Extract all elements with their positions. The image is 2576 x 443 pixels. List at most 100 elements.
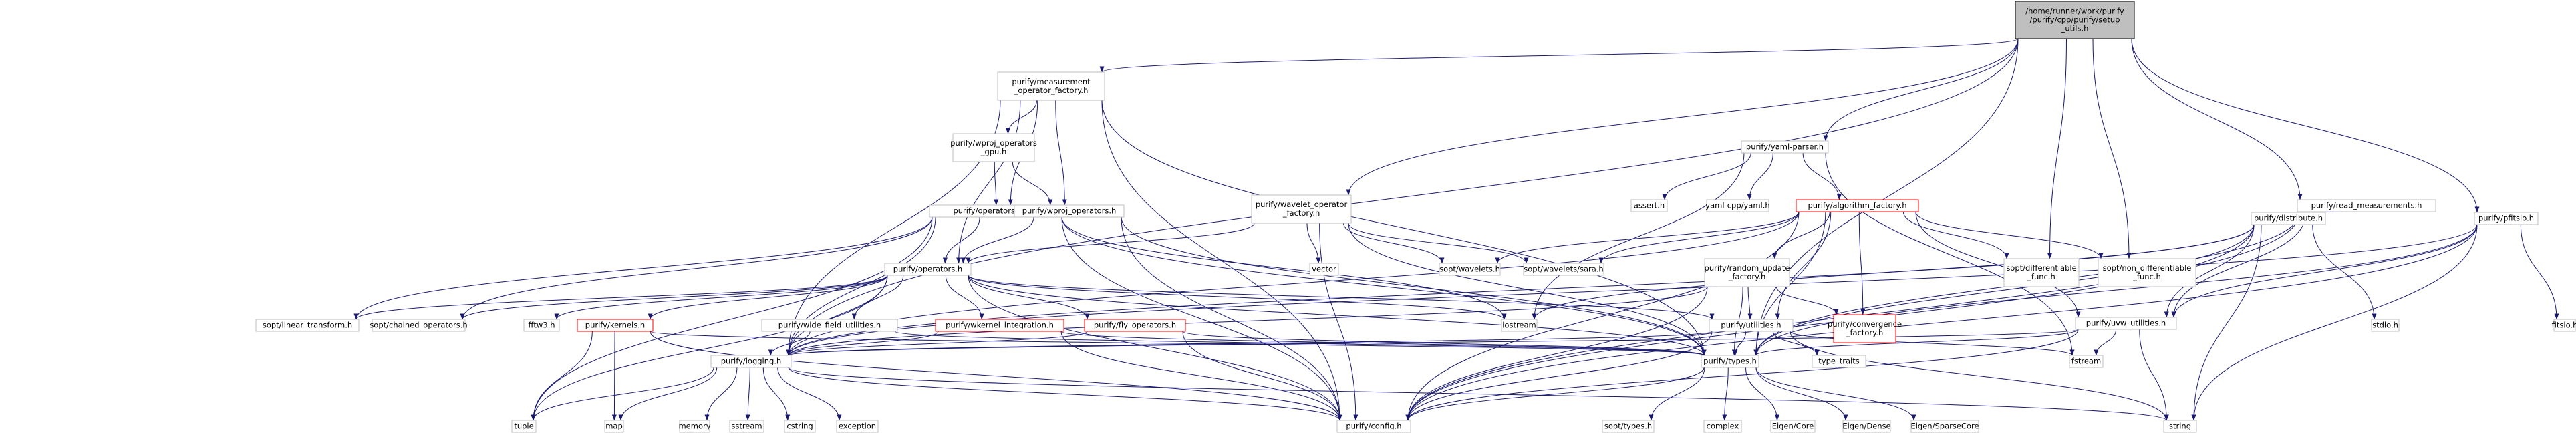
node-box <box>511 420 537 433</box>
edge-kern-to-types <box>650 331 1706 356</box>
node-fly[interactable]: purify/fly_operators.h <box>1084 319 1186 332</box>
node-uvw[interactable]: purify/uvw_utilities.h <box>2075 317 2177 330</box>
node-box <box>997 71 1105 101</box>
node-fitsio[interactable]: fitsio.h <box>2552 319 2576 332</box>
node-iostream[interactable]: iostream <box>1501 319 1538 332</box>
node-yaml[interactable]: purify/yaml-parser.h <box>1741 140 1829 154</box>
node-string[interactable]: string <box>2163 420 2197 433</box>
node-box <box>2251 212 2326 225</box>
node-box <box>784 420 816 433</box>
node-pfits[interactable]: purify/pfitsio.h <box>2474 212 2539 225</box>
node-algo[interactable]: purify/algorithm_factory.h <box>1796 199 1919 212</box>
node-box <box>2553 319 2576 332</box>
edge-wof-to-vector <box>1306 223 1321 264</box>
node-root[interactable]: /home/runner/work/purify/purify/cpp/puri… <box>2015 1 2135 39</box>
node-swsara[interactable]: sopt/wavelets/sara.h <box>1523 263 1604 276</box>
node-soptTypes[interactable]: sopt/types.h <box>1602 420 1655 433</box>
node-fstream[interactable]: fstream <box>2069 355 2104 368</box>
node-eigenDense[interactable]: Eigen/Dense <box>1842 420 1891 433</box>
node-eigenSparse[interactable]: Eigen/SparseCore <box>1910 420 1979 433</box>
node-typeTraits[interactable]: type_traits <box>1812 355 1866 368</box>
edge-root-to-yaml <box>1823 38 2019 142</box>
node-kern[interactable]: purify/kernels.h <box>577 319 654 332</box>
node-wpo[interactable]: purify/wproj_operators.h <box>1014 204 1125 218</box>
node-wki[interactable]: purify/wkernel_integration.h <box>935 319 1064 332</box>
node-sstream[interactable]: sstream <box>729 420 764 433</box>
edge-uvw-to-fstream <box>2094 329 2117 356</box>
node-box <box>952 133 1035 162</box>
node-label: complex <box>1707 422 1739 431</box>
node-box <box>577 319 654 332</box>
node-box <box>1770 420 1816 433</box>
node-label: purify/measurement <box>1012 77 1091 86</box>
edge-utils-to-types <box>1733 331 1747 356</box>
node-ops[interactable]: purify/operators.h <box>884 263 972 276</box>
node-box <box>729 420 764 433</box>
node-box <box>761 319 898 332</box>
node-wfu[interactable]: purify/wide_field_utilities.h <box>761 319 898 332</box>
edge-wki-to-types <box>1060 331 1707 356</box>
node-stdio[interactable]: stdio.h <box>2371 319 2400 332</box>
node-wpg[interactable]: purify/wproj_operators_gpu.h <box>950 133 1037 162</box>
node-yamlcpp[interactable]: yaml-cpp/yaml.h <box>1705 199 1770 212</box>
node-snondiff[interactable]: sopt/non_differentiable_func.h <box>2098 258 2196 287</box>
node-fftw[interactable]: fftw3.h <box>523 319 560 332</box>
edge-ogpu-to-config <box>1061 216 1342 421</box>
node-tuple[interactable]: tuple <box>511 420 537 433</box>
edge-rand-to-config <box>1405 286 1708 421</box>
node-box <box>679 420 710 433</box>
node-rand[interactable]: purify/random_update_factory.h <box>1704 258 1790 287</box>
node-conv[interactable]: purify/convergence_factory.h <box>1828 314 1902 343</box>
node-box <box>2474 212 2539 225</box>
edge-algo-to-swav <box>1495 211 1800 264</box>
node-eigenCore[interactable]: Eigen/Core <box>1770 420 1816 433</box>
node-exception[interactable]: exception <box>836 420 879 433</box>
edge-ops-to-wfu <box>851 275 904 320</box>
edge-dist-to-string <box>2191 224 2262 421</box>
node-readm[interactable]: purify/read_measurements.h <box>2297 199 2436 212</box>
node-vector[interactable]: vector <box>1309 263 1339 276</box>
node-dist[interactable]: purify/distribute.h <box>2251 212 2326 225</box>
nodes-layer: /home/runner/work/purify/purify/cpp/puri… <box>255 1 2576 433</box>
node-memory[interactable]: memory <box>678 420 711 433</box>
node-assert[interactable]: assert.h <box>1630 199 1668 212</box>
node-box <box>2075 317 2177 330</box>
edge-wfu-to-log <box>768 331 811 356</box>
edge-log-to-sstream <box>745 367 750 421</box>
node-box <box>523 319 560 332</box>
edge-pfits-to-log <box>786 224 2478 356</box>
node-utils[interactable]: purify/utilities.h <box>1709 319 1794 332</box>
edge-ops-to-linT <box>353 275 888 320</box>
node-complex[interactable]: complex <box>1703 420 1742 433</box>
node-label: purify/wide_field_utilities.h <box>778 321 881 330</box>
node-wof[interactable]: purify/wavelet_operator_factory.h <box>1251 194 1352 224</box>
node-swav[interactable]: sopt/wavelets.h <box>1439 263 1501 276</box>
edge-ogpu-to-chain <box>460 216 933 320</box>
edge-algo-to-swsara <box>1598 211 1800 264</box>
edge-ops-to-fftw <box>554 275 888 320</box>
edge-types-to-eigenDense <box>1755 367 1848 421</box>
node-config[interactable]: purify/config.h <box>1336 420 1411 433</box>
node-log[interactable]: purify/logging.h <box>710 355 792 368</box>
node-box <box>2069 355 2104 368</box>
edge-utils-to-fstream <box>1790 331 2075 356</box>
node-chain[interactable]: sopt/chained_operators.h <box>370 319 468 332</box>
edge-algo-to-utils <box>1775 211 1832 320</box>
node-types[interactable]: purify/types.h <box>1701 355 1759 368</box>
edge-algo-to-config <box>1405 211 1800 421</box>
node-box <box>884 263 972 276</box>
node-cstring[interactable]: cstring <box>784 420 816 433</box>
edge-kern-to-config <box>650 331 1342 421</box>
node-linT[interactable]: sopt/linear_transform.h <box>255 319 360 332</box>
node-label: purify/wavelet_operator <box>1256 200 1348 209</box>
node-map[interactable]: map <box>604 420 624 433</box>
edge-log-to-exception <box>777 367 842 421</box>
edges-layer <box>353 38 2559 421</box>
node-label: Eigen/Dense <box>1842 422 1890 431</box>
node-box <box>1796 199 1919 212</box>
node-box <box>1439 263 1501 276</box>
edge-root-to-sdiff <box>2047 38 2067 259</box>
node-box <box>2371 319 2400 332</box>
node-sdiff[interactable]: sopt/differentiable_func.h <box>2003 258 2080 287</box>
node-mof[interactable]: purify/measurement_operator_factory.h <box>997 71 1105 101</box>
